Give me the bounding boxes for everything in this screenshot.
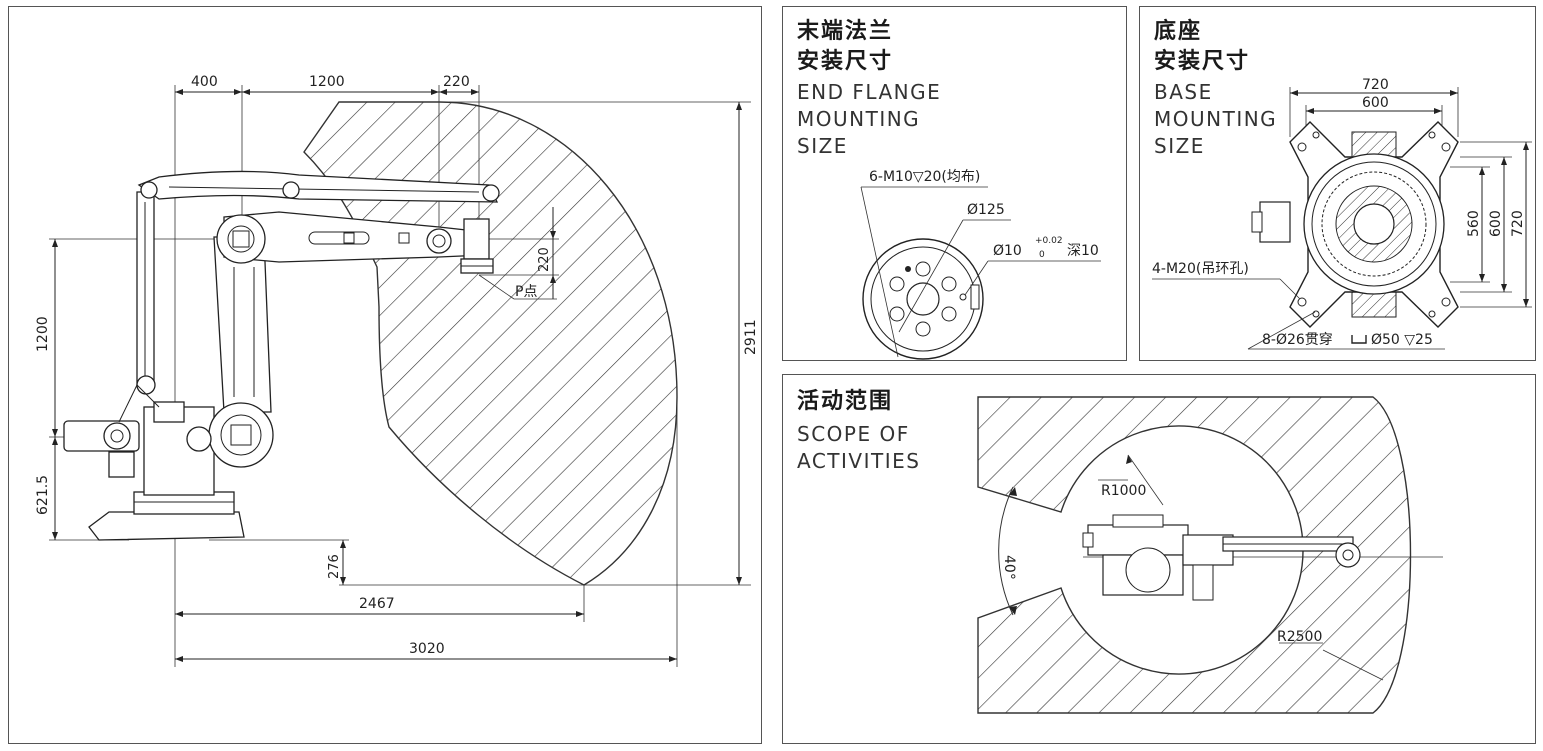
p-point-label: P点 bbox=[515, 284, 537, 300]
base-panel: 底座 安装尺寸 BASE MOUNTING SIZE 720 600 bbox=[1139, 6, 1536, 361]
base-plate bbox=[1251, 121, 1459, 328]
flange-tol-top: +0.02 bbox=[1035, 236, 1063, 246]
dim-400: 400 bbox=[191, 74, 218, 90]
dim-3020: 3020 bbox=[409, 641, 445, 657]
base-dim-720-side: 720 bbox=[1510, 210, 1526, 237]
right-dimension: 2911 bbox=[449, 101, 759, 586]
scope-r-inner: R1000 bbox=[1101, 483, 1146, 499]
scope-panel: 活动范围 SCOPE OF ACTIVITIES 40° bbox=[782, 374, 1536, 744]
flange-drawing: 6-M10▽20(均布) Ø125 Ø10 +0.02 0 深10 bbox=[860, 169, 1101, 360]
scope-title-en-2: ACTIVITIES bbox=[797, 449, 921, 473]
scope-drawing: 40° R1000 R2500 bbox=[977, 396, 1443, 714]
dim-1200-left: 1200 bbox=[35, 316, 51, 352]
scope-envelope bbox=[977, 396, 1412, 714]
flange-panel: 末端法兰 安装尺寸 END FLANGE MOUNTING SIZE 6-M1 bbox=[782, 6, 1127, 361]
base-dim-600-top: 600 bbox=[1362, 95, 1389, 111]
base-title-en-3: SIZE bbox=[1154, 134, 1205, 158]
base-dim-560: 560 bbox=[1466, 210, 1482, 237]
flange-title-en-3: SIZE bbox=[797, 134, 848, 158]
dim-2911: 2911 bbox=[743, 319, 759, 355]
dim-1200-top: 1200 bbox=[309, 74, 345, 90]
scope-r-outer: R2500 bbox=[1277, 629, 1322, 645]
base-dim-600-side: 600 bbox=[1488, 210, 1504, 237]
flange-leaders bbox=[860, 186, 1101, 358]
scope-angle: 40° bbox=[1001, 555, 1017, 580]
flange-title-cn-1: 末端法兰 bbox=[797, 19, 894, 44]
base-dim-720-top: 720 bbox=[1362, 77, 1389, 93]
flange-d125-label: Ø125 bbox=[967, 202, 1005, 218]
dim-220-small: 220 bbox=[537, 247, 552, 272]
robot-top-view bbox=[1082, 514, 1361, 601]
base-title-cn-1: 底座 bbox=[1154, 19, 1203, 44]
base-holes-label: 8-Ø26贯穿 bbox=[1262, 332, 1333, 348]
base-title-en-1: BASE bbox=[1154, 80, 1213, 104]
dim-220-top: 220 bbox=[443, 74, 470, 90]
flange-title-en-1: END FLANGE bbox=[797, 80, 942, 104]
flange-plate bbox=[862, 238, 984, 360]
scope-title-cn: 活动范围 bbox=[797, 389, 894, 414]
dim-621-5: 621.5 bbox=[35, 475, 51, 515]
flange-tol-bot: 0 bbox=[1039, 250, 1045, 260]
robot-side-view bbox=[63, 170, 500, 541]
scope-title-en-1: SCOPE OF bbox=[797, 422, 910, 446]
flange-hole-label: 6-M10▽20(均布) bbox=[869, 169, 980, 185]
flange-d10-label: Ø10 bbox=[993, 243, 1022, 259]
base-counterbore-label: Ø50 ▽25 bbox=[1371, 332, 1433, 348]
base-title-cn-2: 安装尺寸 bbox=[1154, 49, 1251, 74]
bottom-dimensions: 276 2467 3020 bbox=[175, 397, 678, 667]
side-view-drawing: 400 1200 220 2911 1200 621.5 220 P点 bbox=[35, 74, 759, 667]
dim-2467: 2467 bbox=[359, 596, 395, 612]
side-view-panel: 400 1200 220 2911 1200 621.5 220 P点 bbox=[8, 6, 762, 744]
base-lift-label: 4-M20(吊环孔) bbox=[1152, 261, 1249, 277]
flange-title-en-2: MOUNTING bbox=[797, 107, 921, 131]
flange-title-cn-2: 安装尺寸 bbox=[797, 49, 894, 74]
work-envelope bbox=[303, 101, 678, 586]
flange-depth-label: 深10 bbox=[1067, 243, 1099, 259]
dim-276: 276 bbox=[327, 554, 342, 579]
p-point-dimension: 220 P点 bbox=[478, 207, 559, 300]
base-title-en-2: MOUNTING bbox=[1154, 107, 1278, 131]
counterbore-icon bbox=[1351, 335, 1367, 344]
base-drawing: 720 600 560 600 720 bbox=[1152, 77, 1532, 350]
